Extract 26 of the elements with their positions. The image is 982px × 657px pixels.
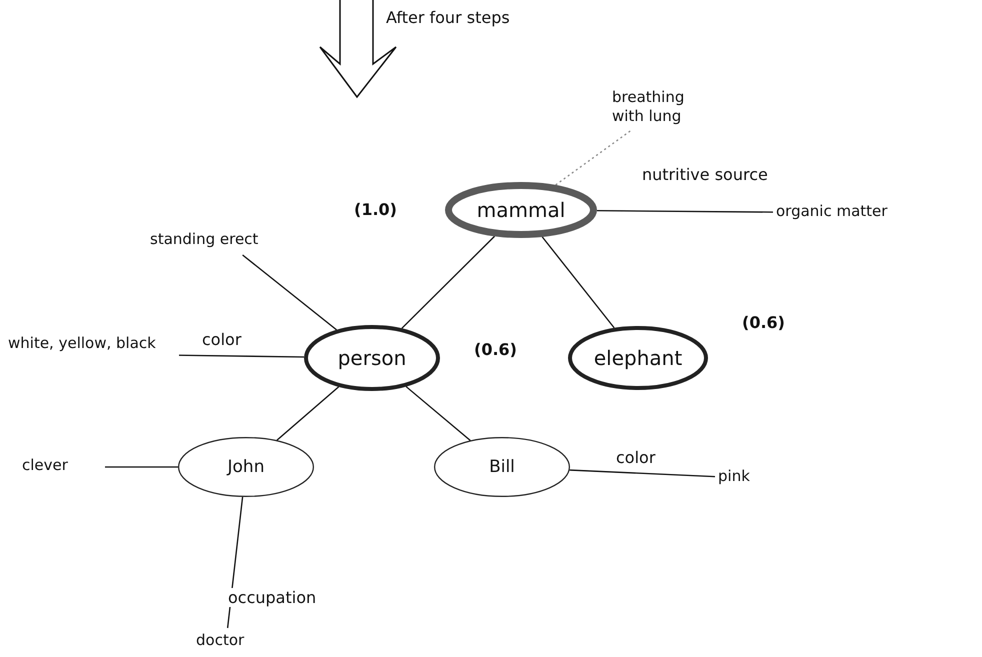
link-line bbox=[570, 469, 716, 478]
concept-label: mammal bbox=[476, 198, 566, 222]
concept-label: person bbox=[338, 346, 406, 370]
concept-label: elephant bbox=[594, 346, 682, 370]
attribute-value: pink bbox=[718, 467, 750, 486]
attribute-value: white, yellow, black bbox=[8, 334, 156, 353]
attribute-value: clever bbox=[22, 456, 68, 475]
link-line bbox=[276, 386, 340, 441]
attribute-value: doctor bbox=[196, 631, 244, 650]
attribute-value: breathing with lung bbox=[612, 88, 686, 126]
attribute-value: standing erect bbox=[150, 230, 258, 249]
weight-value: (1.0) bbox=[352, 200, 399, 219]
link-line bbox=[542, 236, 615, 328]
weight-value: (0.6) bbox=[472, 340, 519, 359]
weight-value: (0.6) bbox=[740, 313, 787, 332]
link-line bbox=[401, 236, 496, 329]
step-note: After four steps bbox=[384, 8, 512, 27]
link-line bbox=[596, 210, 773, 213]
concept-label: John bbox=[228, 457, 264, 477]
attribute-value: organic matter bbox=[776, 202, 888, 221]
link-line bbox=[105, 466, 178, 468]
link-line bbox=[242, 254, 337, 330]
link-line bbox=[179, 354, 304, 358]
concept-label: Bill bbox=[489, 457, 515, 477]
dotted-leader-line bbox=[555, 130, 631, 186]
link-line bbox=[406, 386, 471, 441]
